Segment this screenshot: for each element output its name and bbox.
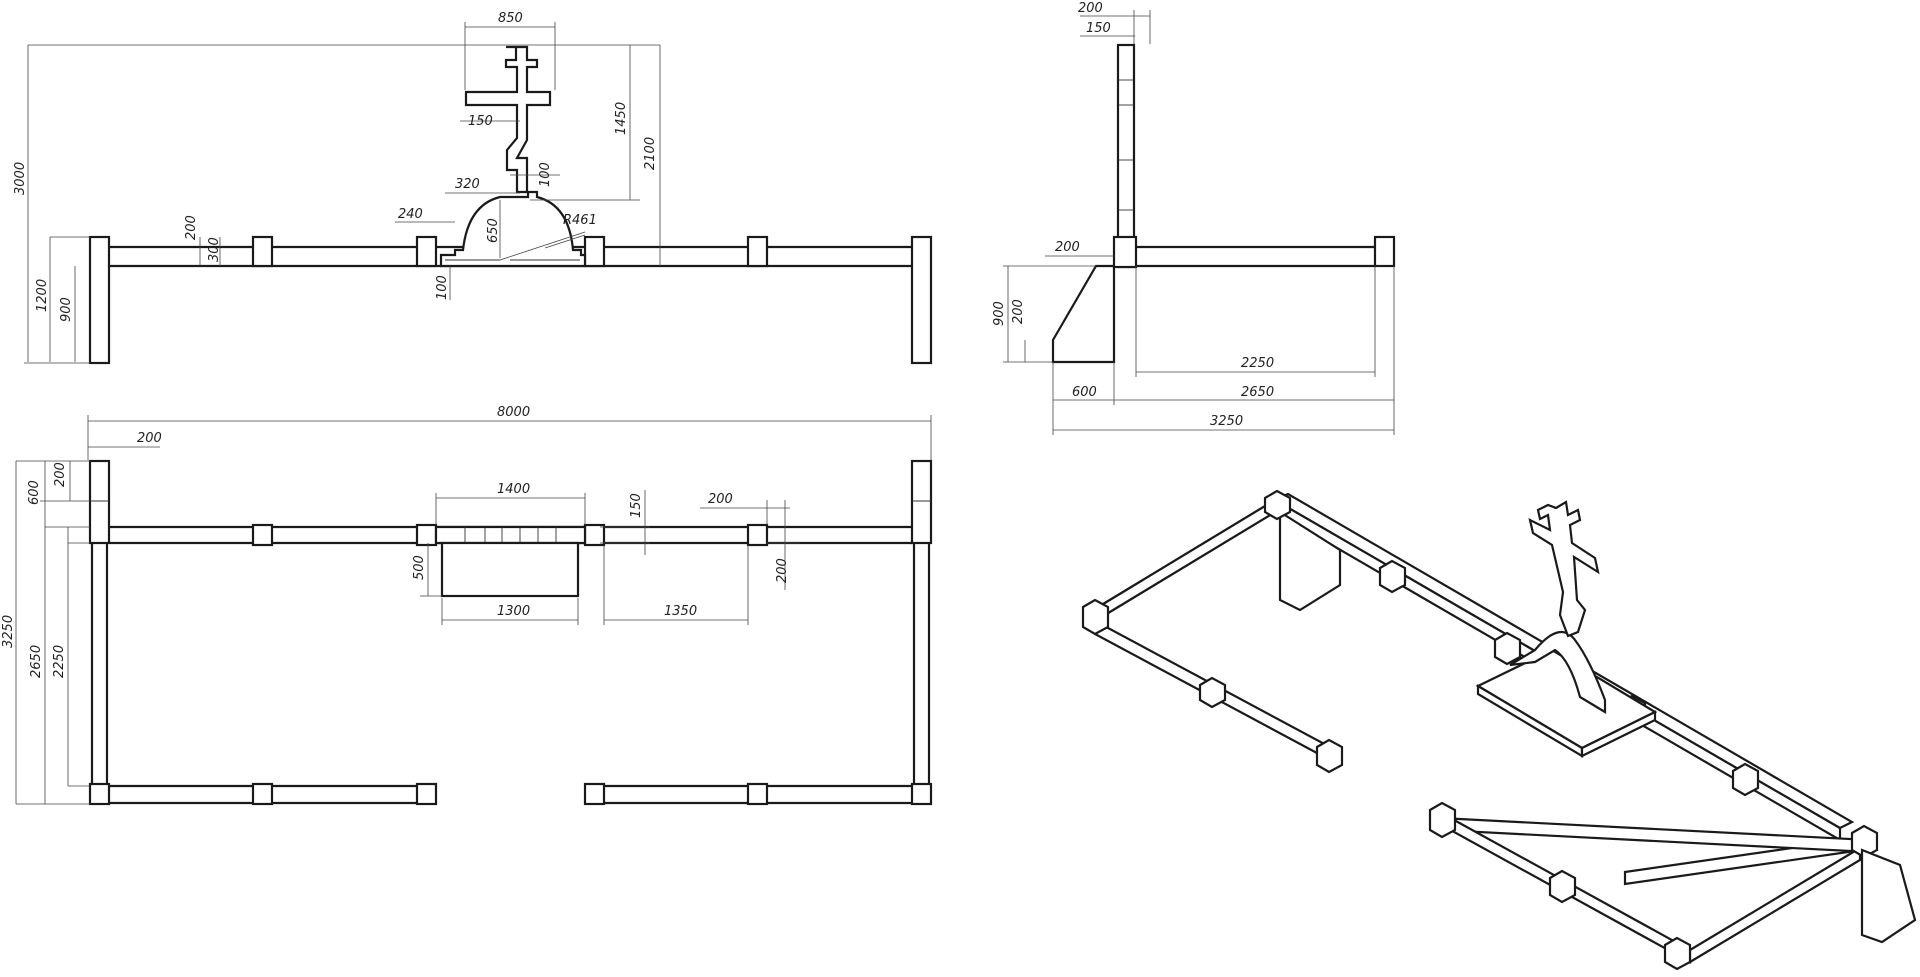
iso-post	[1315, 738, 1344, 774]
side-view: 200 150 200 900 200 2250 600 2650 3250	[992, 1, 1396, 435]
dim-150: 150	[468, 114, 493, 129]
plan-stele	[434, 525, 587, 545]
dim-r461: R461	[563, 213, 597, 228]
iso-post	[1731, 762, 1760, 797]
plan-corner-post	[88, 782, 111, 806]
dim-3250: 3250	[1210, 414, 1243, 429]
iso-post	[1263, 489, 1292, 521]
dim-200-top: 200	[1078, 1, 1103, 16]
plan-view: 8000 200 600 200 3250 2650 2250 1400 150…	[1, 405, 933, 806]
dim-200: 200	[184, 215, 199, 240]
dim-1450: 1450	[614, 102, 629, 135]
dim-1200: 1200	[35, 279, 50, 312]
dim-1350: 1350	[664, 604, 697, 619]
plan-corner-post	[88, 459, 111, 545]
dim-300: 300	[207, 237, 222, 262]
dim-200-left: 200	[53, 462, 68, 487]
stele-base	[439, 190, 587, 268]
side-end-post	[1373, 235, 1396, 268]
dim-2250: 2250	[1241, 356, 1274, 371]
dim-100-base: 100	[435, 275, 450, 300]
side-base	[1051, 264, 1116, 364]
dim-1300: 1300	[497, 604, 530, 619]
dim-900-side: 900	[992, 301, 1007, 326]
iso-post	[1850, 824, 1879, 859]
iso-post	[1548, 869, 1577, 904]
dim-600: 600	[1072, 385, 1097, 400]
iso-post	[1493, 631, 1522, 666]
iso-post	[1428, 801, 1457, 839]
dim-200-side: 200	[1011, 299, 1026, 324]
iso-post	[1198, 676, 1227, 709]
dim-900: 900	[59, 297, 74, 322]
dim-600-plan: 600	[27, 480, 42, 505]
dim-240: 240	[398, 207, 423, 222]
dim-2250-plan: 2250	[52, 645, 67, 678]
isometric-view	[1081, 489, 1917, 971]
dim-1400: 1400	[497, 482, 530, 497]
dim-8000: 8000	[497, 405, 530, 420]
orthodox-cross	[464, 45, 552, 194]
front-mid-post	[583, 235, 606, 268]
iso-post	[1663, 936, 1692, 971]
plan-corner-post	[910, 782, 933, 806]
plan-slab	[440, 541, 580, 598]
dim-3000: 3000	[13, 162, 28, 195]
iso-post	[1378, 559, 1407, 594]
plan-corner-post	[910, 459, 933, 545]
dim-2100: 2100	[643, 137, 658, 170]
dim-3250-plan: 3250	[1, 615, 16, 648]
iso-stele	[1509, 630, 1607, 714]
dim-500: 500	[412, 555, 427, 580]
iso-post	[1081, 598, 1110, 636]
front-right-post	[910, 235, 933, 365]
dim-150-plan: 150	[629, 493, 644, 518]
dim-200-right: 200	[775, 558, 790, 583]
dim-100-top: 100	[538, 162, 553, 187]
dim-200-slope: 200	[1055, 240, 1080, 255]
dim-2650-plan: 2650	[29, 645, 44, 678]
dim-150-top: 150	[1086, 21, 1111, 36]
front-left-post	[88, 235, 111, 365]
dim-2650: 2650	[1241, 385, 1274, 400]
dim-320: 320	[455, 177, 480, 192]
front-mid-post	[415, 235, 438, 268]
dim-200-right-top: 200	[708, 492, 733, 507]
side-stele	[1116, 43, 1136, 269]
front-view: 850 3000 1450 2100 150 320 100 240 R461 …	[13, 11, 933, 365]
iso-cross	[1528, 500, 1600, 638]
dim-850: 850	[498, 11, 523, 26]
front-mid-post	[251, 235, 274, 268]
dim-200-plan: 200	[137, 431, 162, 446]
front-mid-post	[746, 235, 769, 268]
dim-650: 650	[486, 218, 501, 243]
